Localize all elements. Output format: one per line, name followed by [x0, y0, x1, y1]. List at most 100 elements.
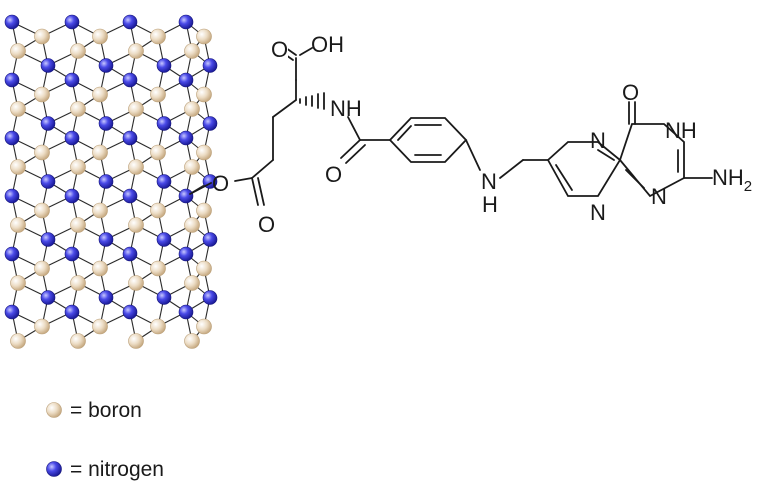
nitrogen-atom: [98, 290, 114, 305]
atom-o-lactam: O: [622, 80, 639, 105]
boron-atom: [70, 43, 86, 59]
folic-acid-molecule: O OH NH O O O N H N N N NH O NH2: [189, 32, 752, 237]
bond-side3: [251, 159, 274, 179]
boron-atom: [184, 275, 200, 291]
boron-atom: [10, 333, 26, 349]
nitrogen-atom: [122, 14, 138, 30]
nitrogen-atom: [40, 58, 56, 73]
boron-atom: [10, 43, 26, 59]
legend-nitrogen-label: = nitrogen: [70, 458, 164, 481]
boron-atom: [150, 86, 166, 103]
nitrogen-atom: [98, 232, 114, 247]
bond-ester-o: [234, 177, 253, 182]
bond-ester-co-b: [257, 177, 265, 206]
boron-atom: [150, 202, 166, 219]
boron-atom: [150, 28, 166, 45]
boron-atom: [92, 28, 108, 45]
bond-amide-co-b: [345, 144, 366, 164]
boron-atom: [128, 217, 144, 233]
nitrogen-atom: [40, 232, 56, 247]
bond-ring-nh: [465, 139, 481, 171]
atom-nh2: NH2: [712, 165, 752, 195]
nitrogen-atom: [178, 188, 194, 204]
nitrogen-atom: [122, 72, 138, 88]
atom-h-amine: H: [482, 192, 498, 217]
nitrogen-atom: [64, 14, 80, 30]
boron-atom: [70, 275, 86, 291]
atom-n-pteridine-top: N: [590, 128, 606, 153]
boron-atom: [92, 318, 108, 335]
boron-atom: [184, 159, 200, 175]
nitrogen-atom: [122, 188, 138, 204]
bond-amide-co-a: [340, 139, 361, 159]
hashed-wedge: [299, 92, 325, 110]
nitrogen-atom: [156, 290, 172, 305]
bond-nh-c: [347, 116, 361, 141]
boron-atom: [92, 144, 108, 161]
atom-o-ester-carbonyl: O: [258, 212, 275, 237]
nitrogen-atom: [156, 232, 172, 247]
boron-atom: [92, 202, 108, 219]
atom-n-pteridine-bottom: N: [590, 200, 606, 225]
boron-atom: [196, 260, 212, 277]
nitrogen-atom: [178, 72, 194, 88]
boron-atom: [34, 202, 50, 219]
boron-atom: [10, 101, 26, 117]
nitrogen-atom: [64, 246, 80, 262]
bond-nh-ch2: [499, 159, 524, 179]
pyrazine-double1: [555, 164, 573, 191]
pyrazine-double2: [597, 149, 615, 161]
atom-n-amine: N: [481, 169, 497, 194]
nitrogen-atom: [156, 174, 172, 189]
boron-atom: [150, 318, 166, 335]
bond-ester-to-tube: [189, 182, 212, 195]
nitrogen-atom: [202, 116, 218, 131]
boron-atom: [128, 101, 144, 117]
boron-atom: [34, 144, 50, 161]
boron-atom: [34, 318, 50, 335]
nitrogen-atom: [40, 174, 56, 189]
legend-boron-label: = boron: [70, 399, 142, 422]
nitrogen-atom: [98, 58, 114, 73]
nitrogen-atom: [178, 130, 194, 146]
bn-nanotube: [4, 14, 218, 349]
boron-atom: [184, 101, 200, 117]
boron-atom: [34, 28, 50, 45]
boron-atom: [196, 202, 212, 219]
nitrogen-atom: [178, 246, 194, 262]
boron-atom: [34, 260, 50, 277]
legend-nitrogen-swatch: [46, 461, 62, 477]
boron-atom: [128, 275, 144, 291]
atom-o-ester: O: [212, 171, 229, 196]
nitrogen-atom: [64, 304, 80, 320]
nitrogen-atom: [4, 72, 20, 88]
boron-atom: [150, 144, 166, 161]
boron-atom: [92, 260, 108, 277]
boron-atom: [128, 43, 144, 59]
boron-atom: [70, 217, 86, 233]
boron-atom: [70, 159, 86, 175]
nitrogen-atom: [178, 304, 194, 320]
nitrogen-atom: [178, 14, 194, 30]
nitrogen-atom: [64, 130, 80, 146]
nitrogen-atom: [122, 304, 138, 320]
nitrogen-atom: [202, 290, 218, 305]
nitrogen-atom: [4, 130, 20, 146]
nitrogen-atom: [122, 246, 138, 262]
atom-o-carbonyl: O: [271, 37, 288, 62]
boron-atom: [184, 217, 200, 233]
boron-atom: [150, 260, 166, 277]
atom-n-pyrimidine: N: [651, 184, 667, 209]
nitrogen-atom: [202, 232, 218, 247]
boron-atom: [92, 86, 108, 103]
bond-c-oh: [299, 47, 313, 56]
bond-side1: [272, 99, 297, 118]
bond-ester-co-a: [251, 177, 259, 206]
boron-atom: [10, 217, 26, 233]
boron-atom: [184, 333, 200, 349]
nitrogen-atom: [122, 130, 138, 146]
legend: = boron = nitrogen: [46, 399, 164, 481]
atom-oh: OH: [311, 32, 344, 57]
pyrimidine-double1: [625, 169, 645, 189]
